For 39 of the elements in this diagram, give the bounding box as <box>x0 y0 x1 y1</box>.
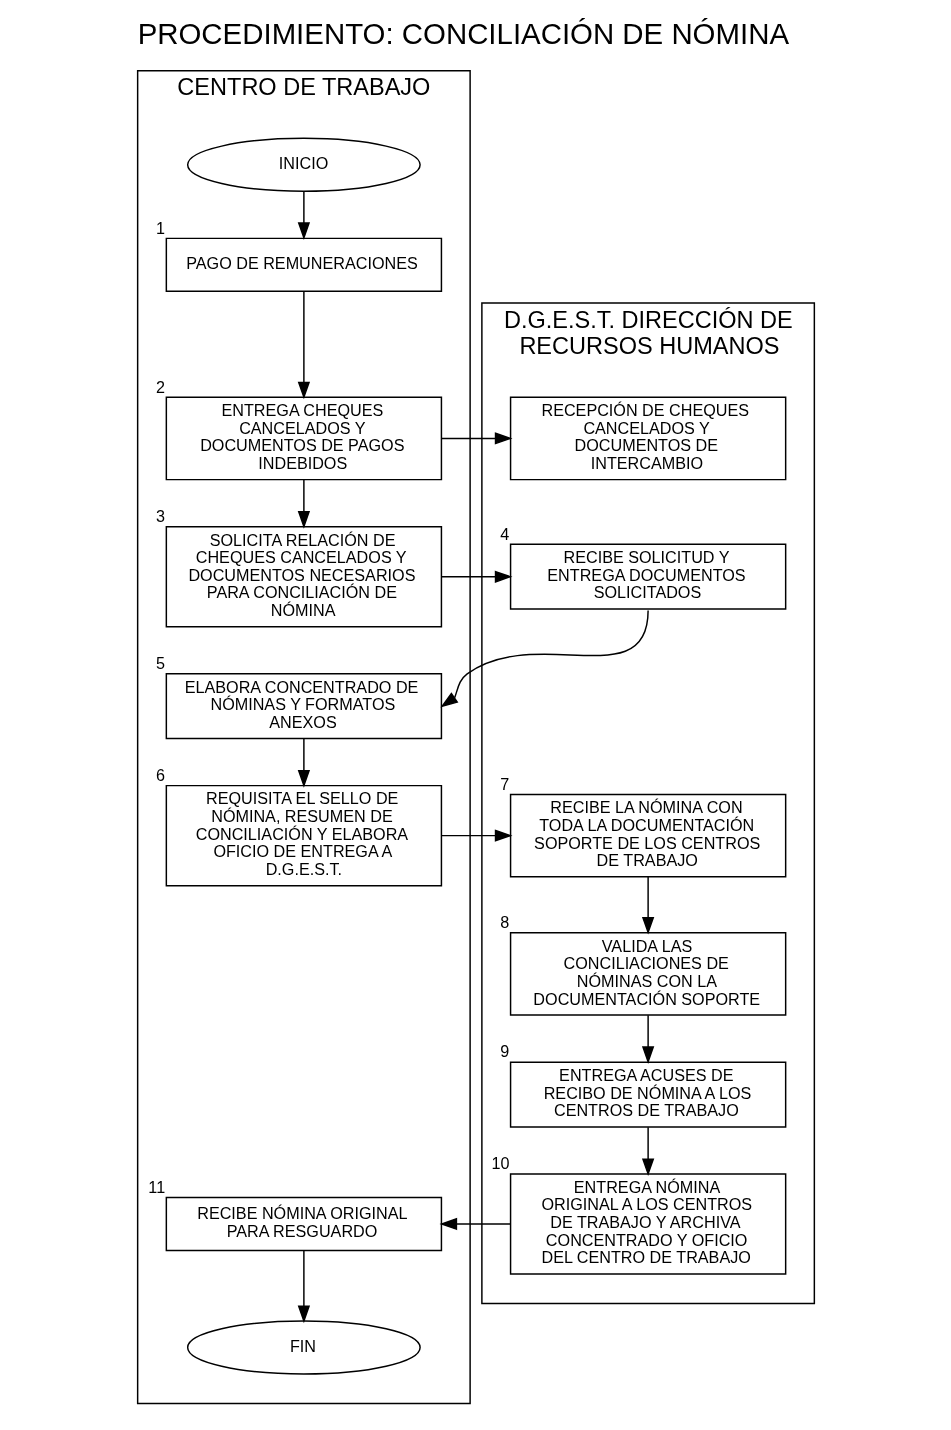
node-label: 9 <box>499 1042 509 1061</box>
arrow <box>297 290 310 400</box>
arrow <box>641 876 654 935</box>
node-ellipse: INICIO <box>186 137 421 193</box>
node-label: 1 <box>155 218 165 237</box>
arrow <box>641 1014 654 1065</box>
node-label: 2 <box>155 377 165 396</box>
arrow <box>439 609 649 708</box>
arrow <box>440 570 512 583</box>
node-ellipse: FIN <box>186 1320 421 1375</box>
node-box: PAGO DE REMUNERACIONES <box>165 237 442 293</box>
node-label: 3 <box>155 506 165 525</box>
node-label: 11 <box>147 1177 165 1196</box>
node-box: RECIBE SOLICITUD Y ENTREGA DOCUMENTOS SOLICITADOS <box>509 543 786 610</box>
node-box: ENTREGA ACUSES DE RECIBO DE NÓMINA A LOS CENTROS DE TRABAJO <box>509 1061 786 1128</box>
diagram-title: PROCEDIMIENTO: CONCILIACIÓN DE NÓMINA <box>137 17 789 51</box>
node-label: 4 <box>499 524 509 543</box>
node-box: ELABORA CONCENTRADO DE NÓMINAS Y FORMATOS ANEXOS <box>165 673 442 740</box>
node-box: REQUISITA EL SELLO DE NÓMINA, RESUMEN DE CONCILIACIÓN Y ELABORA OFICIO DE ENTREGA A D.G.E.S.T. <box>165 784 442 887</box>
node-box: ENTREGA CHEQUES CANCELADOS Y DOCUMENTOS DE PAGOS INDEBIDOS <box>165 396 442 481</box>
node-box: RECIBE LA NÓMINA CON TODA LA DOCUMENTACIÓN SOPORTE DE LOS CENTROS DE TRABAJO <box>509 793 786 878</box>
arrow <box>440 432 512 445</box>
arrow <box>297 1250 310 1324</box>
arrow <box>297 479 310 529</box>
arrow <box>297 738 310 788</box>
node-box: RECEPCIÓN DE CHEQUES CANCELADOS Y DOCUMENTOS DE INTERCAMBIO <box>509 396 786 481</box>
node-box: ENTREGA NÓMINA ORIGINAL A LOS CENTROS DE TRABAJO Y ARCHIVA CONCENTRADO Y OFICIO DEL CENTRO DE TRABAJO <box>509 1173 786 1275</box>
node-label: 7 <box>499 774 509 793</box>
arrow <box>439 1217 511 1231</box>
arrow <box>440 829 512 842</box>
arrow <box>297 191 310 240</box>
node-box: SOLICITA RELACIÓN DE CHEQUES CANCELADOS Y DOCUMENTOS NECESARIOS PARA CONCILIACIÓN DE NÓMINA <box>165 525 442 628</box>
node-label: 5 <box>155 654 165 673</box>
node-box: VALIDA LAS CONCILIACIONES DE NÓMINAS CON LA DOCUMENTACIÓN SOPORTE <box>509 932 786 1016</box>
node-label: 8 <box>499 913 509 932</box>
node-label: 10 <box>490 1154 509 1173</box>
node-label: 6 <box>155 765 165 784</box>
arrow <box>641 1126 654 1177</box>
node-box: RECIBE NÓMINA ORIGINAL PARA RESGUARDO <box>165 1196 442 1252</box>
